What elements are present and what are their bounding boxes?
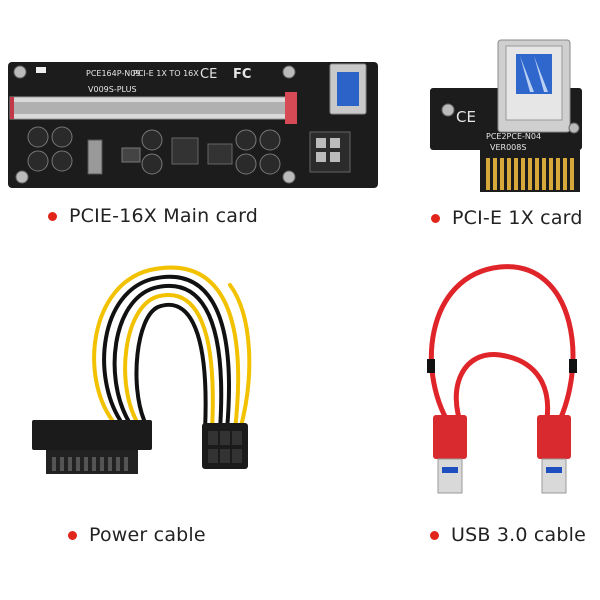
usb-cable-image	[405, 255, 595, 505]
riser-ce-mark: CE	[456, 108, 476, 126]
power-cable-image	[20, 255, 300, 505]
caption-text: Power cable	[89, 524, 206, 546]
caption-text: PCI-E 1X card	[452, 207, 583, 229]
caption-text: PCIE-16X Main card	[69, 205, 259, 227]
caption-power-cable: Power cable	[68, 524, 206, 546]
riser-card-image: CE PCE2PCE-N04 VER008S	[420, 36, 600, 206]
board-model-label: PCE164P-N09	[86, 69, 140, 78]
board-version-label: V009S-PLUS	[88, 85, 137, 94]
riser-model-label: PCE2PCE-N04	[486, 132, 541, 141]
bullet-dot	[68, 530, 77, 540]
pcie-16x-board: PCE164P-N09 V009S-PLUS PCI-E 1X TO 16X C…	[8, 62, 378, 188]
riser-version-label: VER008S	[490, 143, 526, 152]
caption-riser-card: PCI-E 1X card	[431, 207, 583, 229]
pcie-1x-board: CE PCE2PCE-N04 VER008S	[430, 39, 582, 192]
usb-cable	[427, 264, 577, 494]
bullet-dot	[431, 213, 440, 223]
bullet-dot	[48, 211, 57, 221]
bullet-dot	[430, 530, 439, 540]
caption-usb-cable: USB 3.0 cable	[430, 524, 586, 546]
board-ce-mark: CE	[200, 67, 217, 82]
caption-text: USB 3.0 cable	[451, 524, 587, 546]
power-cable	[32, 265, 252, 474]
board-fc-mark: FC	[233, 67, 251, 82]
main-card-image: PCE164P-N09 V009S-PLUS PCI-E 1X TO 16X C…	[0, 40, 400, 200]
caption-main-card: PCIE-16X Main card	[48, 205, 258, 227]
board-desc-label: PCI-E 1X TO 16X	[133, 69, 199, 78]
